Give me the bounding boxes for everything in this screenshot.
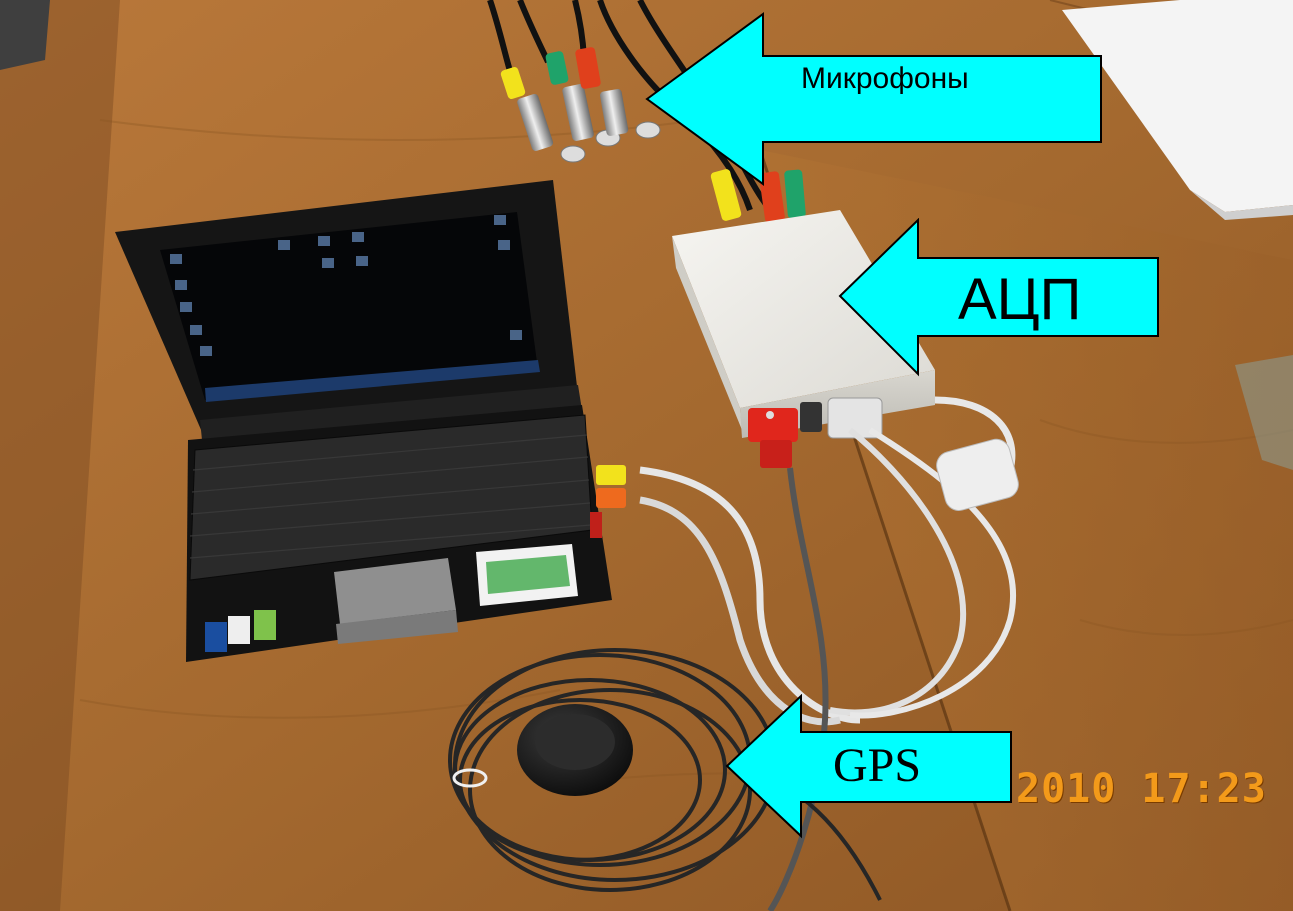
adc-label: АЦП bbox=[958, 267, 1082, 332]
gps-arrow: GPS bbox=[725, 694, 1015, 840]
laptop-screen bbox=[160, 212, 538, 400]
desktop-icons bbox=[170, 215, 522, 356]
microphones-arrow: Микрофоны bbox=[645, 12, 1105, 187]
microphones-label: Микрофоны bbox=[801, 62, 969, 95]
touchpad bbox=[334, 558, 456, 624]
laptop bbox=[115, 180, 626, 662]
gps-arrow-shape bbox=[725, 694, 1012, 839]
microphones-arrow-shape bbox=[645, 12, 1102, 186]
laptop-taskbar bbox=[205, 360, 540, 402]
date-stamp: 2010 17:23 bbox=[1016, 766, 1267, 812]
adc-arrow: АЦП bbox=[838, 218, 1162, 378]
adc-box bbox=[672, 210, 935, 468]
gps-label: GPS bbox=[833, 739, 922, 792]
adc-arrow-shape bbox=[838, 218, 1159, 377]
adc-connectors bbox=[748, 397, 883, 468]
gps-receiver bbox=[448, 648, 882, 901]
